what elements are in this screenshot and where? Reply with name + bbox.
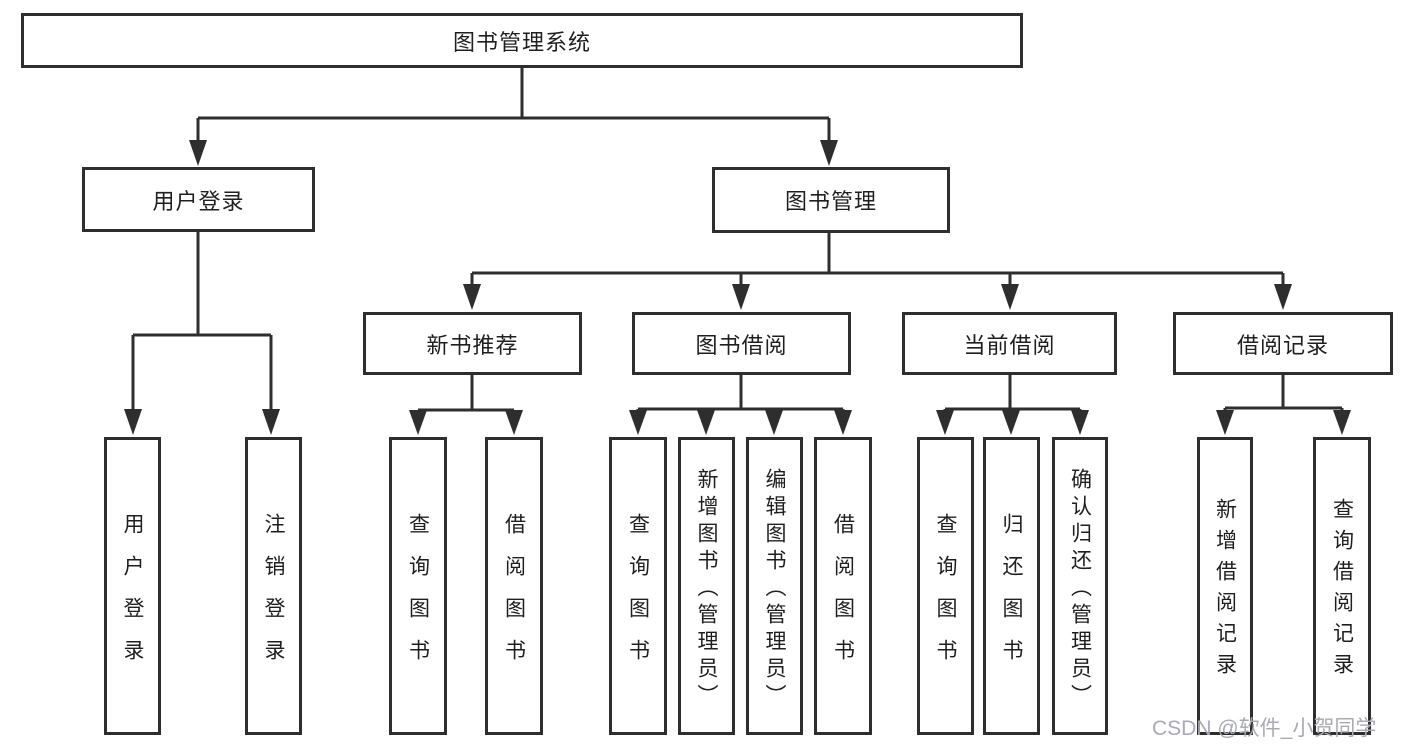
- leaf-query-books-borrowing: 查询图书: [609, 437, 667, 735]
- node-user-login-group: 用户登录: [82, 167, 315, 232]
- arrow-down-icon: [124, 409, 142, 435]
- leaf-label: 编辑图书（管理员）: [763, 467, 786, 711]
- leaf-label: 查询图书: [626, 512, 650, 681]
- leaf-borrow-books-borrowing: 借阅图书: [814, 437, 872, 735]
- leaf-query-borrow-record: 查询借阅记录: [1313, 437, 1371, 735]
- leaf-confirm-return-admin: 确认归还（管理员）: [1052, 437, 1108, 735]
- arrow-down-icon: [697, 410, 715, 435]
- arrow-down-icon: [629, 410, 647, 435]
- node-borrow-records: 借阅记录: [1173, 312, 1393, 375]
- node-book-borrowing: 图书借阅: [632, 312, 851, 375]
- leaf-user-login: 用户登录: [104, 437, 161, 735]
- csdn-watermark: CSDN @软件_小贺同学: [1152, 717, 1377, 740]
- leaf-query-books-current: 查询图书: [917, 437, 974, 735]
- leaf-label: 归还图书: [1000, 512, 1023, 681]
- leaf-label: 查询借阅记录: [1330, 498, 1354, 684]
- arrow-down-icon: [765, 410, 783, 435]
- arrow-down-icon: [834, 410, 852, 435]
- arrow-down-icon: [262, 409, 280, 435]
- leaf-return-books: 归还图书: [983, 437, 1040, 735]
- node-book-management: 图书管理: [712, 167, 950, 233]
- arrow-down-icon: [1333, 410, 1351, 435]
- leaf-add-borrow-record: 新增借阅记录: [1197, 437, 1253, 735]
- arrow-down-icon: [463, 284, 481, 310]
- arrow-down-icon: [1071, 410, 1089, 435]
- leaf-label: 借阅图书: [831, 512, 855, 681]
- node-current-borrowing: 当前借阅: [902, 312, 1117, 375]
- leaf-label: 查询图书: [934, 512, 957, 681]
- arrow-down-icon: [732, 284, 750, 310]
- leaf-label: 用户登录: [121, 512, 144, 681]
- leaf-query-books-recommend: 查询图书: [389, 437, 447, 735]
- leaf-label: 新增借阅记录: [1213, 498, 1237, 684]
- node-new-book-recommend: 新书推荐: [363, 312, 582, 375]
- arrow-down-icon: [1216, 410, 1234, 435]
- leaf-logout-login: 注销登录: [245, 437, 302, 735]
- arrow-down-icon: [1002, 410, 1020, 435]
- leaf-add-books-admin: 新增图书（管理员）: [678, 437, 735, 735]
- leaf-edit-books-admin: 编辑图书（管理员）: [746, 437, 803, 735]
- arrow-down-icon: [1001, 284, 1019, 310]
- leaf-label: 新增图书（管理员）: [695, 467, 718, 711]
- leaf-label: 借阅图书: [502, 512, 526, 681]
- arrow-down-icon: [189, 140, 207, 166]
- arrow-down-icon: [820, 140, 838, 166]
- arrow-down-icon: [936, 410, 954, 435]
- leaf-label: 确认归还（管理员）: [1068, 467, 1092, 711]
- arrow-down-icon: [1274, 284, 1292, 310]
- node-book-management-system: 图书管理系统: [21, 13, 1023, 68]
- leaf-borrow-books-recommend: 借阅图书: [485, 437, 543, 735]
- leaf-label: 查询图书: [406, 512, 430, 681]
- arrow-down-icon: [505, 410, 523, 435]
- leaf-label: 注销登录: [262, 512, 285, 681]
- arrow-down-icon: [409, 410, 427, 435]
